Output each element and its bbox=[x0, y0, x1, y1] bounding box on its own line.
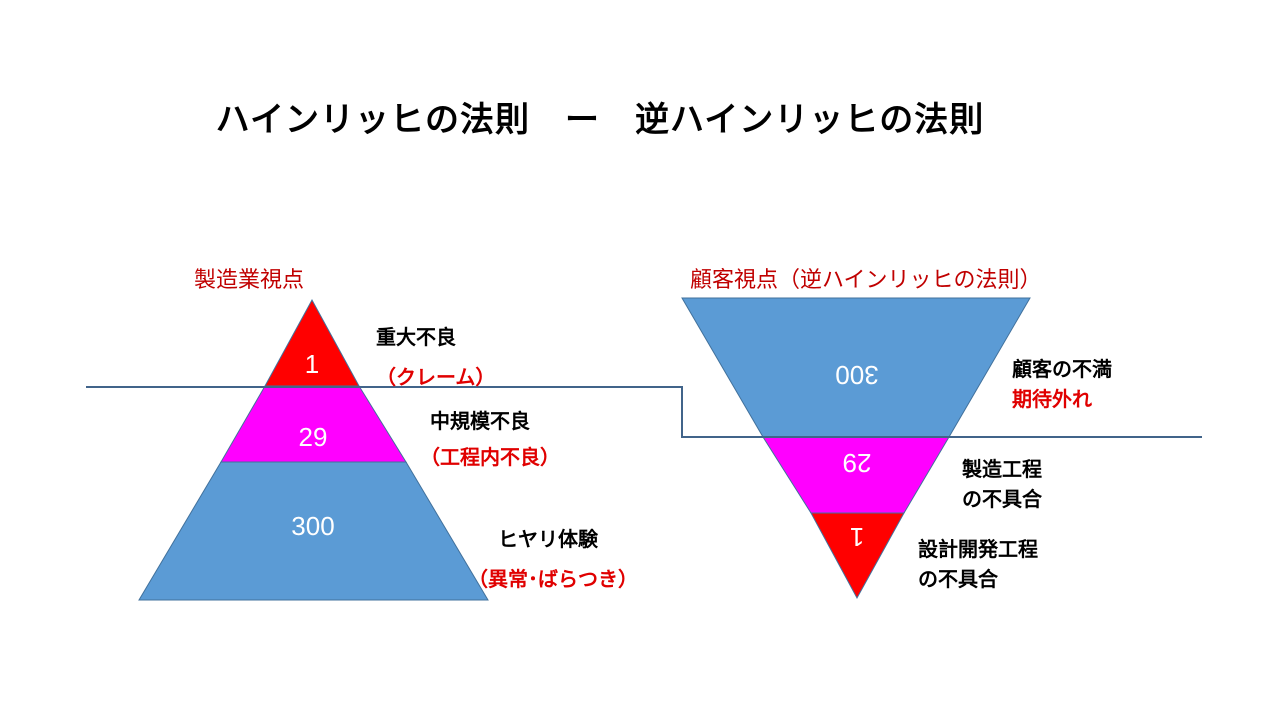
left-pyramid: 1 29 300 bbox=[138, 298, 489, 601]
left-value-top: 1 bbox=[305, 349, 319, 379]
page-title: ハインリッヒの法則 ー 逆ハインリッヒの法則 bbox=[215, 100, 985, 140]
right-heading: 顧客視点（逆ハインリッヒの法則） bbox=[690, 268, 1042, 293]
left-label-middle: 中規模不良 bbox=[430, 409, 530, 433]
left-sub-top: （クレーム） bbox=[376, 365, 496, 389]
left-heading: 製造業視点 bbox=[194, 268, 305, 293]
right-value-middle: 29 bbox=[843, 448, 872, 478]
right-inverted-pyramid: 300 29 1 bbox=[681, 297, 1031, 600]
right-label-bottom: 設計開発工程 bbox=[918, 537, 1038, 561]
right-sub-middle: の不具合 bbox=[962, 487, 1042, 511]
right-sub-bottom: の不具合 bbox=[918, 567, 998, 591]
right-label-middle: 製造工程 bbox=[962, 457, 1042, 481]
left-sub-base: （異常･ばらつき） bbox=[468, 567, 638, 591]
left-sub-middle: （工程内不良） bbox=[420, 445, 560, 469]
left-value-middle: 29 bbox=[299, 422, 328, 452]
left-label-base: ヒヤリ体験 bbox=[498, 527, 598, 551]
right-value-top: 300 bbox=[835, 360, 878, 390]
left-label-top: 重大不良 bbox=[376, 325, 456, 349]
right-label-top: 顧客の不満 bbox=[1012, 357, 1112, 381]
right-pyramid-bottom bbox=[810, 512, 905, 600]
waterline bbox=[86, 386, 1202, 438]
right-value-bottom: 1 bbox=[850, 522, 864, 552]
right-sub-top: 期待外れ bbox=[1012, 387, 1092, 411]
left-value-base: 300 bbox=[291, 511, 334, 541]
